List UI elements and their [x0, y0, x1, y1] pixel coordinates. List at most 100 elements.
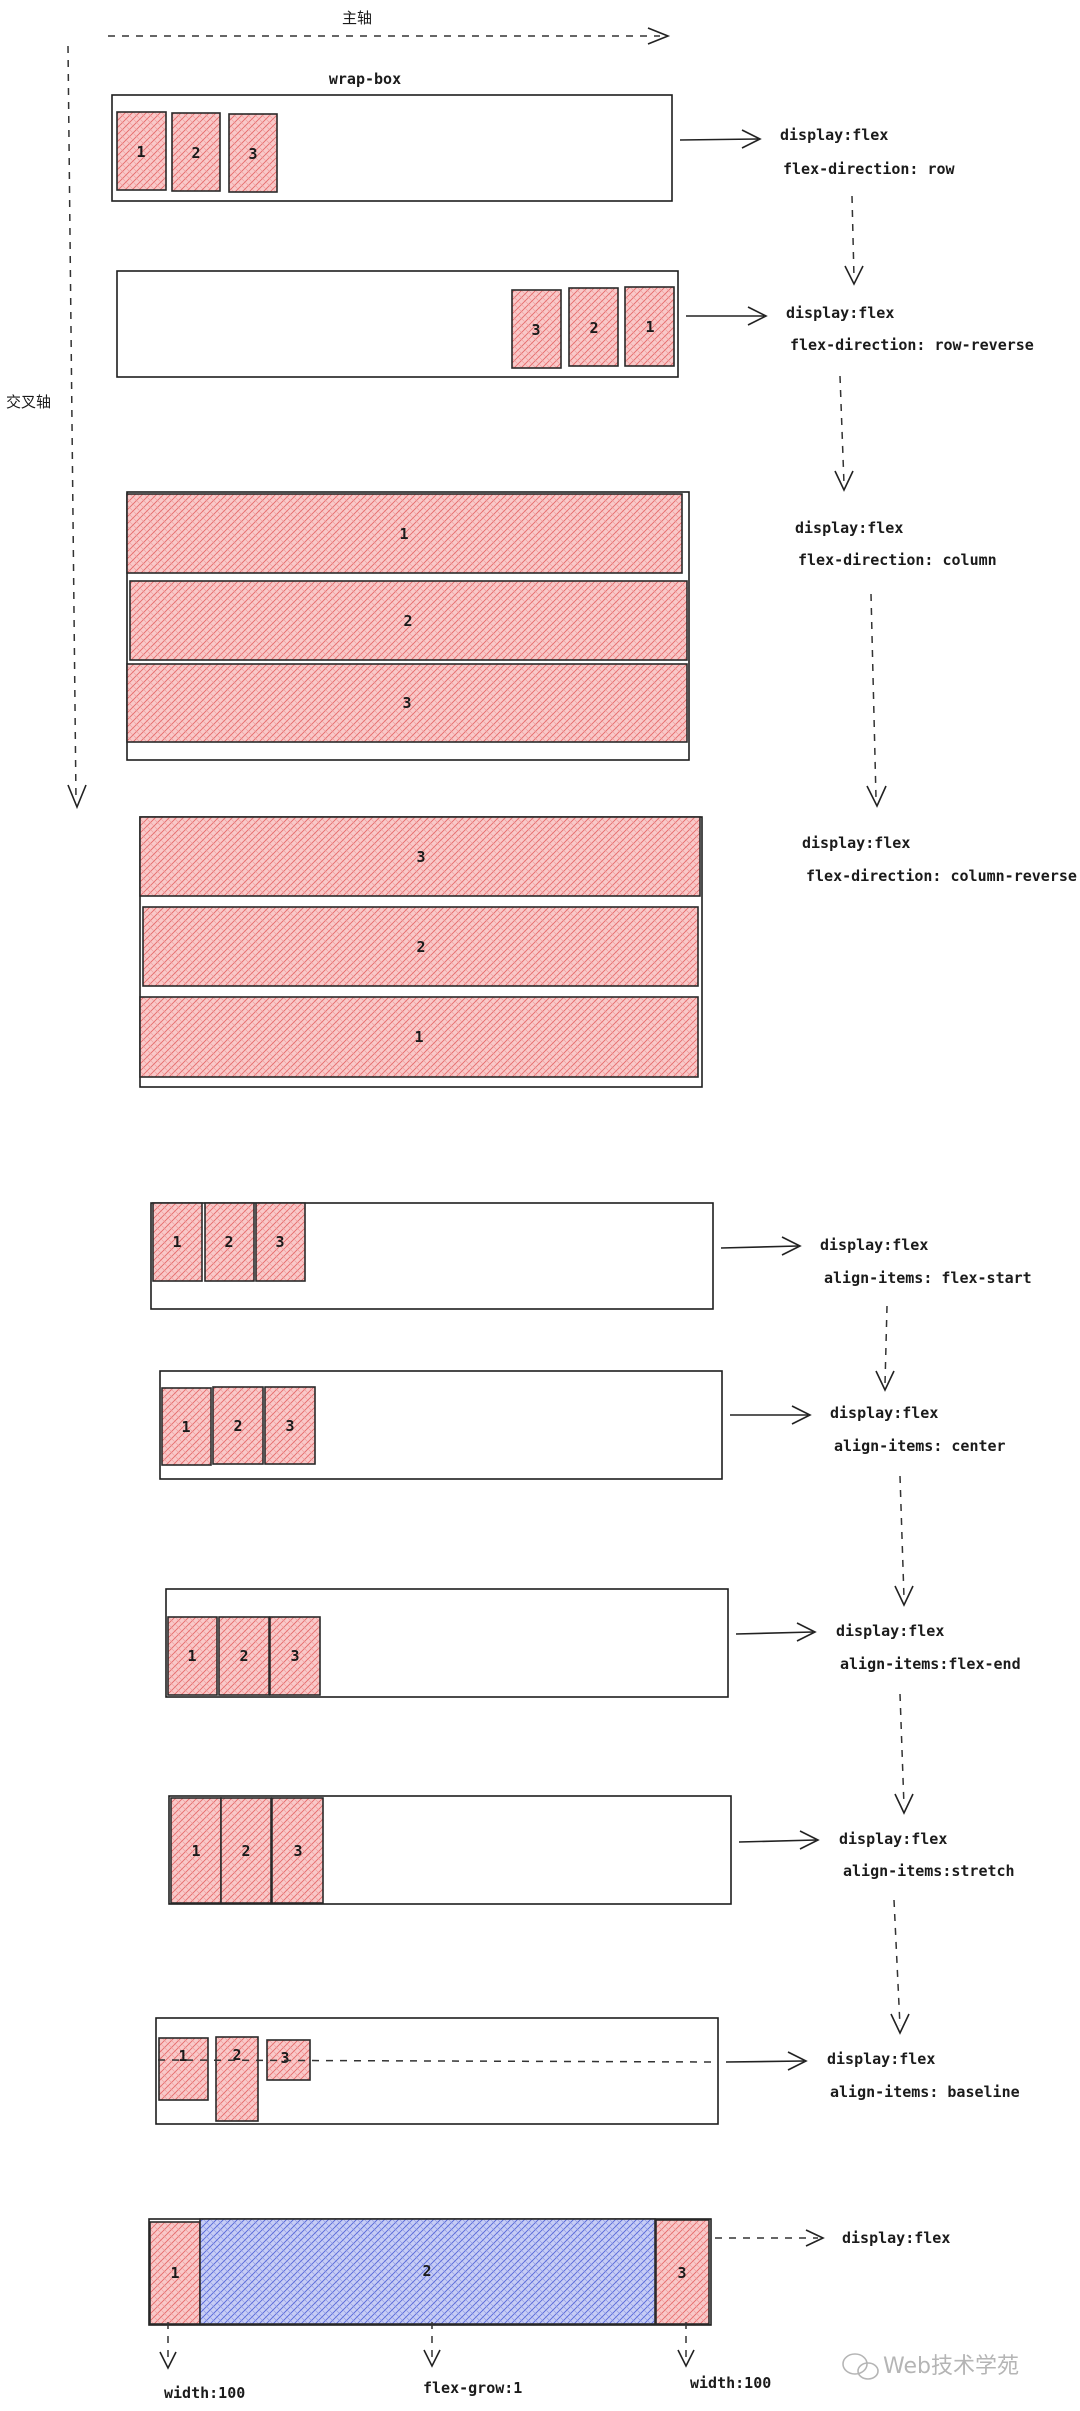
example-row-reverse: 3 2 1 display:flex flex-direction: row-r…: [116, 270, 1034, 492]
flex-item: [126, 493, 683, 574]
flow-arrow: [893, 1899, 901, 2027]
flex-item: [220, 1797, 272, 1904]
example-line: display:flex: [795, 519, 903, 537]
example-line: display:flex: [827, 2050, 935, 2068]
watermark-text: Web技术学苑: [883, 2354, 1019, 2379]
example-line: align-items: flex-start: [824, 1269, 1032, 1287]
flex-item: [269, 1616, 321, 1696]
example-align-flex-start: 1 2 3 display:flex align-items: flex-sta…: [150, 1202, 1032, 1392]
main-axis-arrowhead: [647, 27, 671, 45]
item-label: 3: [275, 1233, 284, 1251]
item-label: 2: [233, 1417, 242, 1435]
flow-arrow: [884, 1305, 888, 1385]
flex-container: [168, 1795, 732, 1905]
item-label: 2: [232, 2046, 241, 2064]
connector-arrowhead: [805, 2229, 825, 2247]
item-label: 3: [280, 2049, 289, 2067]
flex-container: [126, 491, 690, 761]
item-label: 3: [285, 1417, 294, 1435]
flex-item: [139, 996, 699, 1078]
main-axis: 主轴: [108, 9, 671, 45]
cross-axis: 交叉轴: [6, 45, 87, 810]
example-column: 1 2 3 display:flex flex-direction: colum…: [126, 491, 997, 808]
item-label: 2: [589, 319, 598, 337]
connector-arrow: [679, 138, 759, 141]
flex-container: [150, 1202, 714, 1310]
item-label: 2: [191, 144, 200, 162]
flex-item: [271, 1797, 324, 1904]
example-line: flex-direction: row: [783, 160, 956, 178]
flex-container: [159, 1370, 723, 1480]
flow-arrow: [851, 195, 855, 279]
connector-arrowhead: [787, 2051, 808, 2071]
note-arrowhead: [423, 2349, 441, 2368]
connector-arrow: [738, 1839, 817, 1843]
example-line: align-items: baseline: [830, 2083, 1020, 2101]
flex-item: [228, 113, 278, 193]
flex-item: [126, 663, 688, 743]
example-line: display:flex: [842, 2229, 950, 2247]
item-label: 2: [403, 612, 412, 630]
item-label: 3: [677, 2264, 686, 2282]
item-label: 2: [422, 2262, 431, 2280]
item-label: 2: [241, 1842, 250, 1860]
item-label: 3: [402, 694, 411, 712]
connector-arrowhead: [747, 306, 768, 326]
example-line: flex-direction: row-reverse: [790, 336, 1034, 354]
flow-arrowhead: [894, 1793, 914, 1815]
flex-item: [255, 1202, 306, 1282]
flex-grow-item: [199, 2218, 656, 2325]
cross-axis-line: [67, 45, 77, 801]
example-column-reverse: 3 2 1 display:flex flex-direction: colum…: [139, 816, 1077, 1088]
item-label: 2: [239, 1647, 248, 1665]
example-align-baseline: 1 2 3 display:flex align-items: baseline: [155, 2017, 1020, 2125]
flex-item: [171, 112, 221, 192]
flow-arrow: [899, 1693, 905, 1807]
example-line: display:flex: [820, 1236, 928, 1254]
item-label: 1: [187, 1647, 196, 1665]
connector-arrowhead: [791, 1405, 812, 1425]
flow-arrowhead: [834, 470, 854, 492]
item-label: 2: [416, 938, 425, 956]
item-label: 2: [224, 1233, 233, 1251]
flow-arrowhead: [875, 1370, 895, 1392]
flex-item: [139, 816, 701, 897]
item-label: 3: [290, 1647, 299, 1665]
flex-item: [167, 1616, 218, 1696]
example-line: align-items: center: [834, 1437, 1006, 1455]
baseline-line: [157, 2059, 715, 2063]
container-label: wrap-box: [329, 70, 401, 88]
example-line: align-items:flex-end: [840, 1655, 1021, 1673]
example-align-center: 1 2 3 display:flex align-items: center: [159, 1370, 1006, 1607]
item-label: 3: [248, 145, 257, 163]
flex-container: [165, 1588, 729, 1698]
connector-arrowhead: [781, 1236, 802, 1256]
note-width-left: width:100: [164, 2384, 245, 2402]
flow-arrow: [870, 593, 877, 799]
note-arrowhead: [677, 2349, 695, 2368]
example-line: display:flex: [839, 1830, 947, 1848]
connector-arrowhead: [796, 1622, 817, 1642]
item-label: 3: [293, 1842, 302, 1860]
example-line: flex-direction: column-reverse: [806, 867, 1077, 885]
wechat-icon: [842, 2353, 879, 2380]
flow-arrowhead: [844, 265, 864, 286]
item-label: 1: [170, 2264, 179, 2282]
example-line: display:flex: [836, 1622, 944, 1640]
connector-arrow: [735, 1631, 814, 1635]
flex-item: [149, 2221, 201, 2325]
flex-container: [116, 270, 679, 378]
example-line: display:flex: [830, 1404, 938, 1422]
flow-arrowhead: [894, 1585, 914, 1607]
flex-item: [142, 906, 699, 987]
example-align-flex-end: 1 2 3 display:flex align-items:flex-end: [165, 1588, 1021, 1815]
flex-item: [264, 1386, 316, 1465]
cross-axis-label: 交叉轴: [6, 393, 51, 411]
example-row: 1 2 3 display:flex flex-direction: row: [111, 94, 956, 286]
item-label: 1: [645, 318, 654, 336]
example-flex-grow: 1 2 3 display:flex width:100 flex-grow:1…: [148, 2218, 950, 2402]
item-label: 1: [172, 1233, 181, 1251]
example-line: display:flex: [780, 126, 888, 144]
flex-item: [204, 1202, 255, 1282]
